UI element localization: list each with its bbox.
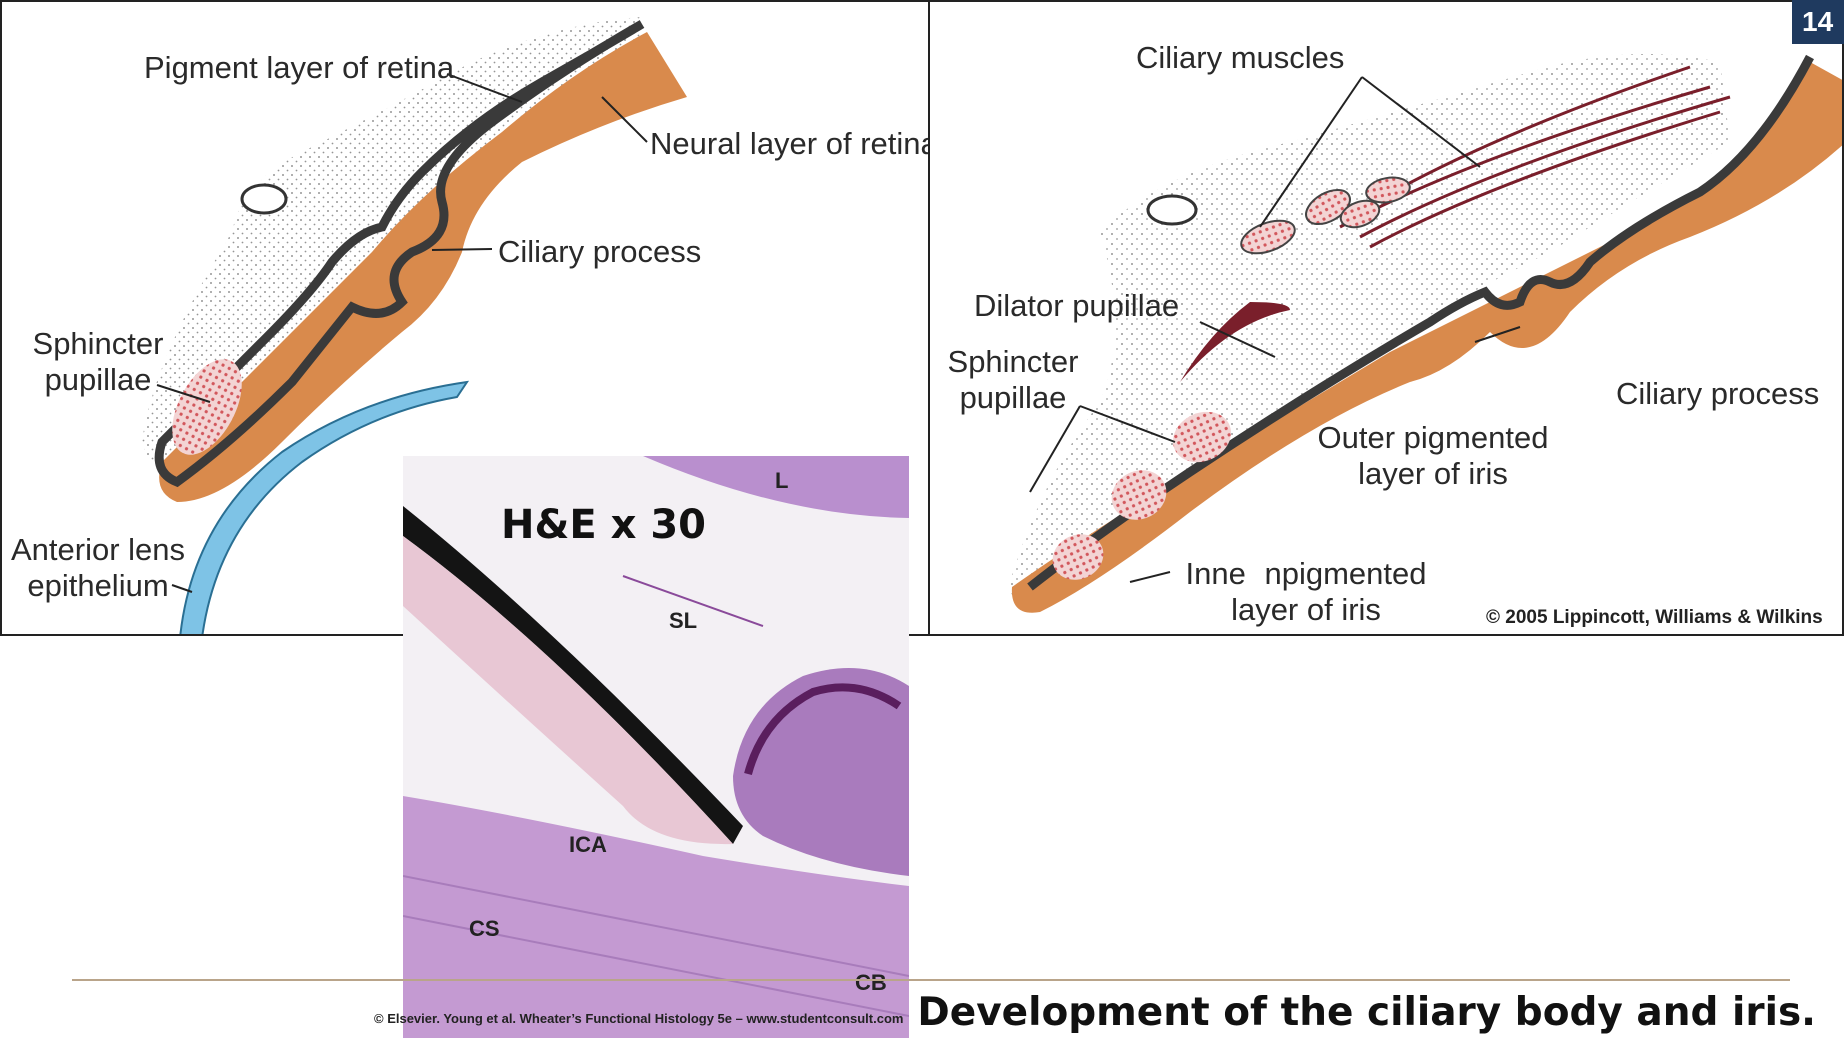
- label-anterior-lens: Anterior lens epithelium: [8, 532, 188, 604]
- label-inner-unpigmented-line2: layer of iris: [1231, 592, 1381, 627]
- label-outer-pigmented: Outer pigmented layer of iris: [1308, 420, 1558, 492]
- right-diagram-copyright: © 2005 Lippincott, Williams & Wilkins: [1486, 607, 1823, 628]
- histology-micrograph: H&E x 30 L SL ICA CS CB: [403, 456, 909, 1038]
- label-anterior-lens-line2: epithelium: [27, 568, 169, 603]
- label-sphincter-right-line1: Sphincter: [947, 344, 1079, 379]
- iris-pigment: [403, 506, 743, 844]
- label-ICA: ICA: [569, 832, 607, 857]
- leader-lines: [156, 73, 648, 593]
- slide-number-badge: 14: [1792, 0, 1844, 44]
- mature-ciliary-diagram: [1010, 54, 1842, 613]
- footer-divider: [72, 979, 1790, 981]
- outer-pigment-shape: [1027, 54, 1814, 591]
- label-sphincter-right-line2: pupillae: [959, 380, 1067, 415]
- label-dilator-pupillae: Dilator pupillae: [974, 288, 1180, 323]
- vessel: [240, 183, 288, 215]
- label-ciliary-muscles: Ciliary muscles: [1136, 40, 1345, 75]
- label-CB: CB: [855, 970, 887, 995]
- vessel-right: [1146, 194, 1198, 226]
- label-outer-pigmented-line2: layer of iris: [1358, 456, 1508, 491]
- label-pigment-layer: Pigment layer of retina: [144, 50, 455, 85]
- sphincter-pupillae-left: [172, 359, 242, 455]
- label-neural-layer: Neural layer of retina: [650, 126, 932, 161]
- early-ciliary-diagram: [142, 17, 688, 634]
- lens-region: [643, 456, 909, 518]
- label-ciliary-process-right: Ciliary process: [1616, 376, 1820, 411]
- iris-stroma: [403, 536, 733, 845]
- label-sphincter-right: Sphincter pupillae: [938, 344, 1088, 416]
- label-ciliary-process-left: Ciliary process: [498, 234, 702, 269]
- stain-magnification-label: H&E x 30: [501, 502, 706, 548]
- micrograph-copyright: © Elsevier. Young et al. Wheater’s Funct…: [374, 1011, 904, 1026]
- label-inner-unpigmented: Inne npigmented layer of iris: [1166, 556, 1446, 628]
- label-SL: SL: [669, 608, 698, 633]
- inner-epithelium-shape: [1011, 62, 1842, 613]
- label-inner-unpigmented-line1: Inne npigmented: [1185, 556, 1427, 591]
- sphincter-pupillae-right: [1052, 411, 1232, 580]
- label-sphincter-left-line1: Sphincter: [32, 326, 164, 361]
- label-sphincter-left: Sphincter pupillae: [28, 326, 168, 398]
- muscle-bundles: [1240, 176, 1411, 255]
- leader-lines-right: [1029, 76, 1521, 583]
- micrograph-image: [403, 456, 909, 1038]
- anterior-lens-epithelium-shape: [179, 380, 470, 634]
- slide-title: Development of the ciliary body and iris…: [917, 990, 1816, 1035]
- label-outer-pigmented-line1: Outer pigmented: [1317, 420, 1549, 455]
- pigment-layer-shape: [154, 20, 645, 488]
- dilator-pupillae-shape: [1180, 302, 1290, 382]
- label-L: L: [775, 468, 789, 493]
- label-CS: CS: [469, 916, 500, 941]
- right-diagram-panel: Ciliary muscles Dilator pupillae Sphinct…: [928, 0, 1844, 636]
- muscle-region: [403, 796, 909, 1038]
- label-anterior-lens-line1: Anterior lens: [10, 532, 186, 567]
- label-sphincter-left-line2: pupillae: [44, 362, 152, 397]
